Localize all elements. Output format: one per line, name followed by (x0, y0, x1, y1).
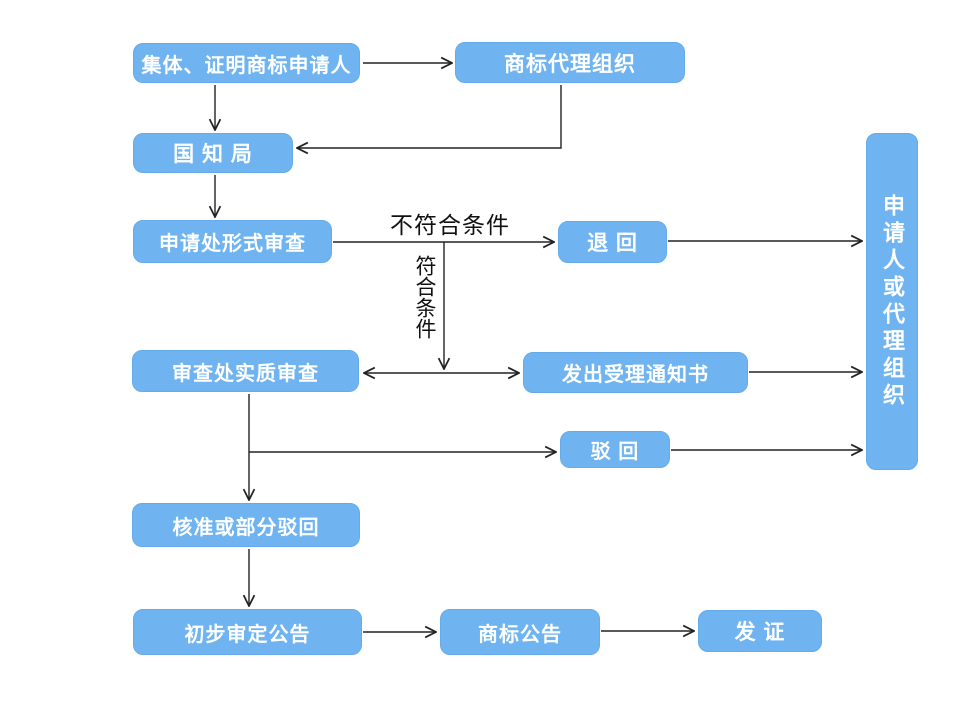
node-trademark-gazette: 商标公告 (440, 609, 600, 655)
label-not-meet-conditions: 不符合条件 (390, 212, 510, 238)
node-formal-examination: 申请处形式审查 (133, 220, 332, 263)
node-applicant-or-agency: 申请人或代理组织 (866, 133, 918, 470)
node-acceptance-notice: 发出受理通知书 (523, 352, 748, 393)
node-cnipa: 国 知 局 (133, 133, 293, 173)
node-approve-or-partial-reject: 核准或部分驳回 (132, 503, 360, 547)
node-preliminary-gazette: 初步审定公告 (133, 609, 362, 655)
node-reject: 驳 回 (560, 431, 670, 468)
node-substantive-examination: 审查处实质审查 (132, 350, 359, 392)
label-meet-conditions: 符合条件 (413, 255, 436, 339)
node-applicant: 集体、证明商标申请人 (133, 43, 360, 83)
node-agency: 商标代理组织 (455, 42, 685, 83)
node-issue-certificate: 发 证 (698, 610, 822, 652)
node-return: 退 回 (558, 221, 667, 263)
